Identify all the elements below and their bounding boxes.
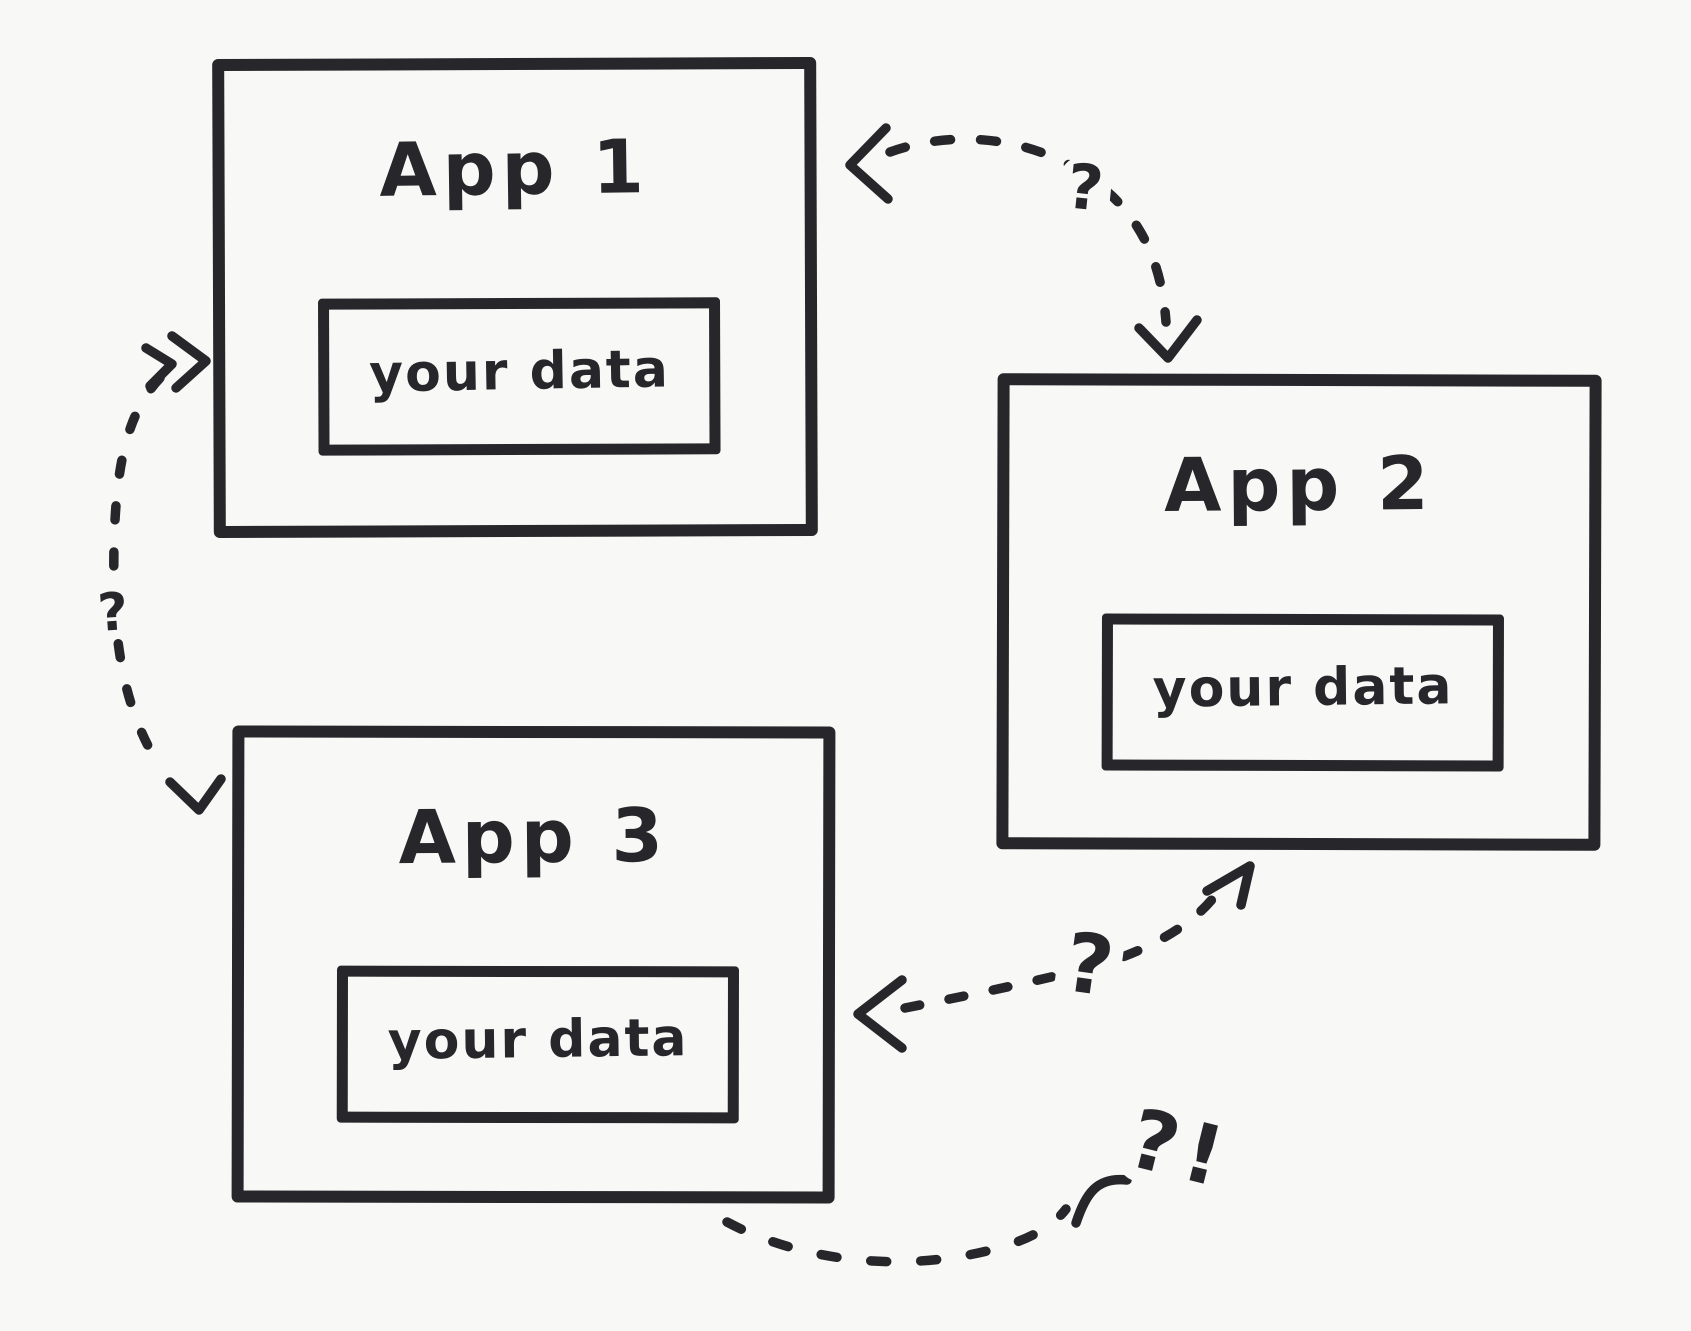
- app3-box: App 3 your data: [231, 725, 836, 1204]
- arrowhead-into-app1-right: [845, 123, 893, 204]
- app3-title: App 3: [398, 792, 670, 882]
- question-mark-top: ?: [1055, 149, 1115, 226]
- arrowhead-bottom-hook: [1071, 1174, 1132, 1228]
- arrow-app2-to-app1: [845, 123, 1202, 363]
- app1-box: App 1 your data: [212, 56, 818, 539]
- arrowhead-into-app2-bottom: [1202, 861, 1255, 910]
- app1-title: App 1: [378, 124, 651, 214]
- app2-data-box: your data: [1101, 613, 1504, 772]
- arrow-app2-to-app1-dash: [885, 134, 1171, 327]
- arrowhead-into-app2-top: [1134, 315, 1202, 363]
- app2-title: App 2: [1163, 440, 1435, 530]
- arrow-bottom-dash: [722, 1204, 1071, 1267]
- question-mark-middle: ?: [1051, 915, 1127, 1016]
- app3-data-label: your data: [387, 1007, 689, 1072]
- app2-box: App 2 your data: [996, 373, 1602, 851]
- arrowhead-into-app3-right: [853, 975, 907, 1053]
- arrow-app2-to-app3: [853, 861, 1255, 1053]
- app3-data-box: your data: [336, 965, 739, 1124]
- app1-data-label: your data: [368, 338, 671, 405]
- app2-data-label: your data: [1152, 655, 1454, 720]
- arrow-left-dash: [109, 373, 167, 775]
- arrowhead-into-app3-topleft: [165, 774, 226, 815]
- question-exclamation-bottom: ?!: [1113, 1091, 1247, 1208]
- arrow-app3-to-app1-left: [109, 331, 226, 815]
- app1-data-box: your data: [318, 297, 721, 456]
- arrowhead-into-app1-left-inner: [141, 343, 177, 391]
- question-mark-left: ?: [88, 582, 138, 644]
- arrowhead-into-app1-left-outer: [167, 331, 211, 393]
